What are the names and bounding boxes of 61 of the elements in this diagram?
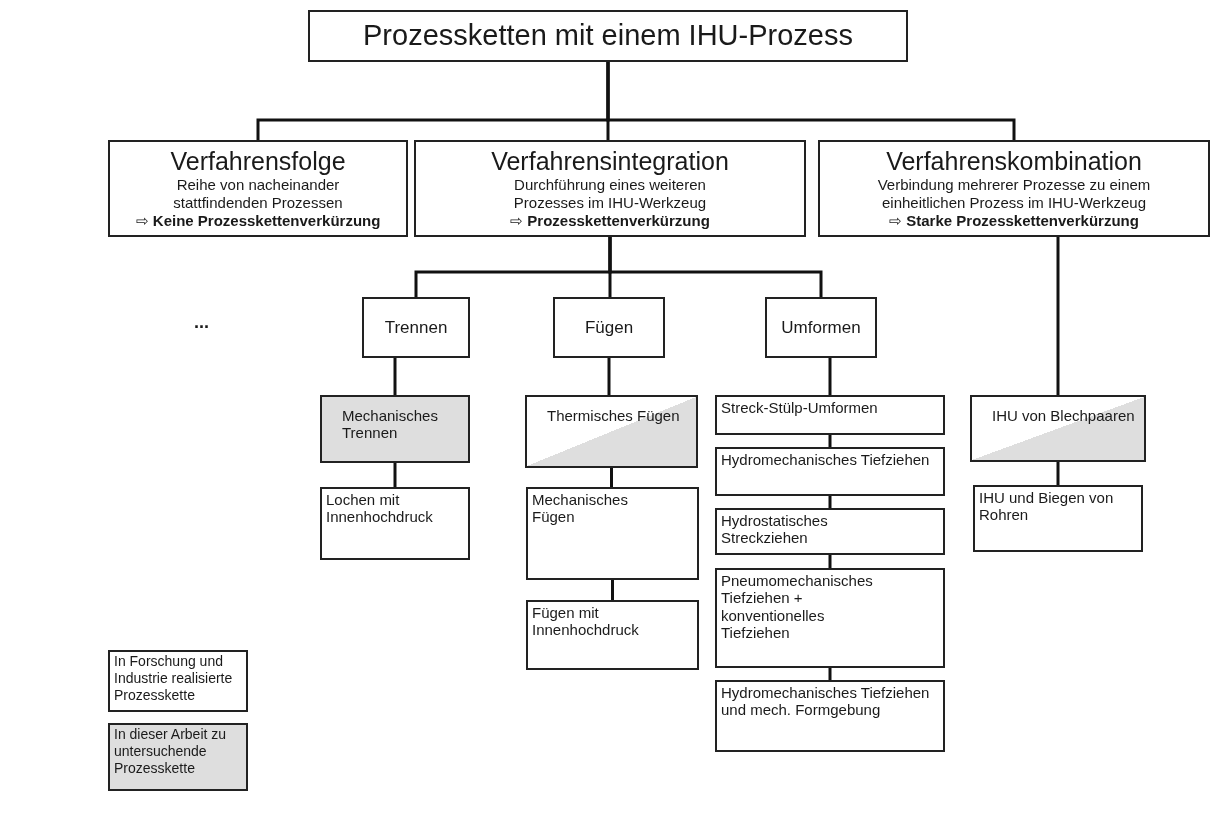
process-box <box>526 487 699 580</box>
box-heading: Umformen <box>781 317 861 338</box>
result-text: ⇨ Starke Prozesskettenverkürzung <box>889 211 1139 231</box>
box-heading: Lochen mit Innenhochdruck <box>326 491 434 526</box>
category-box <box>414 140 806 237</box>
title-box <box>308 10 908 62</box>
connector-line <box>1056 237 1060 395</box>
description-text: Verbindung mehrerer Prozesse zu einem einheitlichen Prozess im IHU-Werkzeug <box>876 175 1152 212</box>
process-box <box>525 395 698 468</box>
process-box <box>973 485 1143 552</box>
box-heading: Verfahrensintegration <box>491 146 729 176</box>
box-heading: Verfahrensfolge <box>170 146 346 176</box>
connector-line <box>828 435 832 447</box>
connector-line <box>393 463 397 487</box>
process-box <box>362 297 470 358</box>
process-box <box>526 600 699 670</box>
legend-text: In Forschung und Industrie realisierte Prozesskette <box>114 653 234 704</box>
description-text: Reihe von nacheinander stattfindenden Prozessen <box>172 175 344 212</box>
process-box <box>715 568 945 668</box>
connector-line <box>607 358 611 395</box>
connector-line <box>828 668 832 680</box>
category-box <box>108 140 408 237</box>
box-heading: Hydrostatisches Streckziehen <box>721 512 829 547</box>
box-heading: Fügen <box>584 317 634 338</box>
process-box <box>715 447 945 496</box>
box-heading: Prozessketten mit einem IHU-Prozess <box>363 19 853 53</box>
box-heading: Hydromechanisches Tiefziehen und mech. Formgebung <box>721 684 931 719</box>
connector-line <box>828 358 832 395</box>
box-heading: IHU von Blechpaaren <box>992 407 1135 425</box>
connector-line <box>393 358 397 395</box>
ellipsis-text: ... <box>194 312 209 333</box>
connector-line <box>828 496 832 508</box>
connector-line <box>610 468 613 487</box>
connector-line <box>608 237 823 297</box>
box-heading: Pneumomechanisches Tiefziehen + konventionelles Tiefziehen <box>721 572 874 641</box>
legend-text: In dieser Arbeit zu untersuchende Prozesskette <box>114 726 228 777</box>
result-text: ⇨ Prozesskettenverkürzung <box>510 211 710 231</box>
box-heading: Mechanisches Fügen <box>532 491 629 526</box>
box-heading: Streck-Stülp-Umformen <box>721 399 878 417</box>
box-heading: Verfahrenskombination <box>886 146 1142 176</box>
process-box <box>715 395 945 435</box>
process-box <box>970 395 1146 462</box>
category-box <box>818 140 1210 237</box>
process-box <box>715 508 945 555</box>
box-heading: Fügen mit Innenhochdruck <box>532 604 640 639</box>
description-text: Durchführung eines weiteren Prozesses im IHU-Werkzeug <box>512 175 708 212</box>
connector-line <box>1056 462 1060 485</box>
box-heading: IHU und Biegen von Rohren <box>979 489 1115 524</box>
box-heading: Mechanisches Trennen <box>342 407 439 442</box>
connector-line <box>606 62 1016 140</box>
box-heading: Thermisches Fügen <box>547 407 680 425</box>
connector-line <box>828 555 832 568</box>
box-heading: Hydromechanisches Tiefziehen <box>721 451 930 469</box>
box-heading: Trennen <box>384 317 448 338</box>
process-box <box>320 395 470 463</box>
process-box <box>715 680 945 752</box>
process-box <box>765 297 877 358</box>
result-text: ⇨ Keine Prozesskettenverkürzung <box>135 211 381 231</box>
process-box <box>320 487 470 560</box>
connector-line <box>611 580 614 600</box>
process-box <box>553 297 665 358</box>
